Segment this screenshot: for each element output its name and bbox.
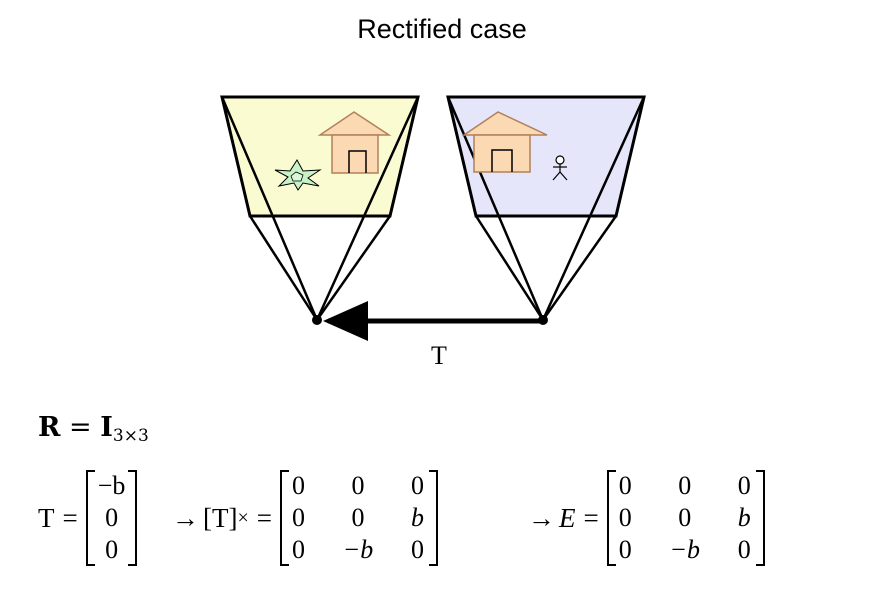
left-frustum-lines (220, 96, 420, 321)
rotation-symbol: R (38, 412, 61, 443)
matrix-cell: 0 (678, 471, 692, 500)
translation-vector: −b 0 0 (85, 470, 138, 566)
page-title: Rectified case (357, 14, 527, 44)
translation-label: T (431, 341, 447, 370)
essential-symbol: E (559, 502, 576, 533)
translation-symbol: T (38, 502, 55, 533)
left-house-icon (317, 111, 392, 174)
rotation-equals: = (69, 412, 92, 443)
identity-subscript: 3×3 (112, 426, 149, 446)
cross-subscript: × (237, 506, 249, 529)
right-frustum-lines (446, 96, 646, 321)
identity-symbol: I (100, 412, 113, 443)
matrix-cell: 0 (678, 503, 692, 532)
matrix-cell: 0 (411, 535, 424, 564)
matrix-cell: b (411, 503, 424, 532)
matrix-cell: 0 (618, 471, 632, 500)
cross-product-equation: → [T]× = 0 0 0 0 0 −b 0 b 0 (172, 470, 438, 566)
matrix-cell: 0 (292, 471, 305, 500)
matrix-cell: −b (342, 535, 374, 564)
vector-cell: 0 (105, 535, 119, 564)
cross-arrow: → (172, 502, 199, 533)
right-house-icon (461, 111, 548, 173)
matrix-cell: 0 (351, 503, 365, 532)
matrix-cell: b (737, 503, 751, 532)
cross-matrix: 0 0 0 0 0 −b 0 b 0 (280, 470, 438, 566)
matrix-cell: 0 (737, 535, 751, 564)
translation-equation: T = −b 0 0 (38, 470, 138, 566)
right-camera (446, 95, 646, 325)
matrix-cell: 0 (292, 503, 305, 532)
vector-cell: 0 (105, 503, 119, 532)
essential-matrix: 0 0 0 0 0 −b 0 b 0 (606, 470, 765, 566)
left-camera-center (312, 315, 322, 325)
matrix-cell: 0 (351, 471, 365, 500)
cross-symbol: [T] (203, 502, 238, 533)
rotation-equation: R = I3×3 (38, 412, 149, 446)
plant-icon (274, 159, 322, 191)
translation-equals: = (62, 502, 78, 533)
left-camera (220, 95, 420, 325)
essential-equals: = (583, 502, 599, 533)
stereo-camera-diagram (220, 95, 646, 341)
matrix-cell: 0 (618, 535, 632, 564)
matrix-cell: −b (669, 535, 700, 564)
matrix-cell: 0 (411, 471, 424, 500)
left-image-plane (220, 95, 420, 218)
essential-arrow: → (528, 502, 555, 533)
person-icon (552, 155, 568, 181)
matrix-cell: 0 (292, 535, 305, 564)
essential-matrix-equation: → E = 0 0 0 0 0 −b 0 b 0 (528, 470, 765, 566)
matrix-cell: 0 (618, 503, 632, 532)
cross-equals: = (256, 502, 272, 533)
matrix-cell: 0 (737, 471, 751, 500)
vector-cell: −b (97, 471, 126, 500)
